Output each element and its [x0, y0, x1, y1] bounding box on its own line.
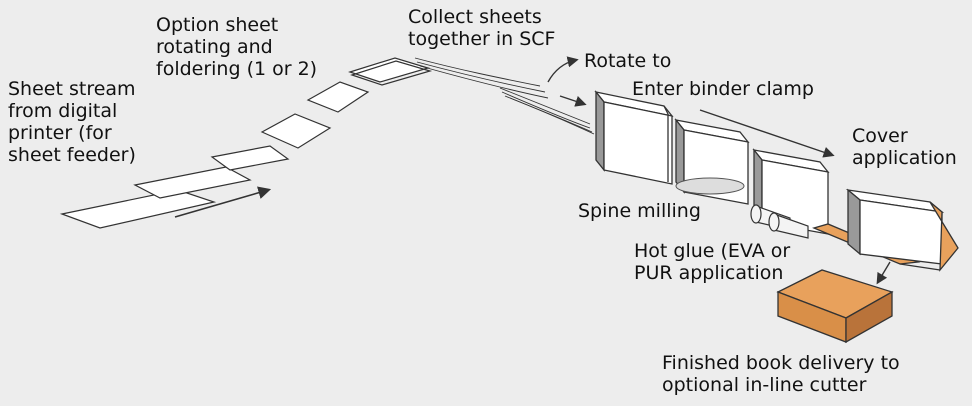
label-option-sheet: Option sheet rotating and foldering (1 o…	[156, 14, 318, 80]
label-cover-application: Cover application	[852, 125, 957, 169]
book-block-1	[594, 90, 674, 185]
label-rotate-to: Rotate to	[584, 50, 672, 72]
sheet-4	[260, 113, 332, 149]
label-finished-book: Finished book delivery to optional in-li…	[662, 352, 900, 396]
stream-arrow	[174, 186, 272, 218]
label-enter-clamp: Enter binder clamp	[632, 78, 814, 100]
label-spine-milling: Spine milling	[578, 200, 701, 222]
sheet-2	[133, 166, 252, 199]
rotate-arrow	[547, 56, 579, 83]
label-collect-sheets: Collect sheets together in SCF	[408, 6, 556, 50]
sheet-stream-group	[59, 57, 433, 229]
sheet-1	[59, 189, 217, 229]
label-sheet-stream: Sheet stream from digital printer (for s…	[8, 78, 136, 166]
sheet-5	[306, 81, 370, 113]
clamp-arrow	[699, 109, 835, 158]
cover-application-unit	[812, 188, 959, 272]
label-hot-glue: Hot glue (EVA or PUR application	[634, 240, 791, 284]
milling-disc	[675, 177, 745, 195]
delivery-arrow	[876, 261, 891, 285]
sheet-6-shadow	[350, 60, 433, 86]
finished-book	[776, 269, 894, 344]
collected-sheets-streaks	[414, 57, 595, 135]
sheet-3	[210, 145, 290, 171]
collect-arrow	[559, 95, 587, 107]
glue-rollers	[750, 204, 809, 239]
